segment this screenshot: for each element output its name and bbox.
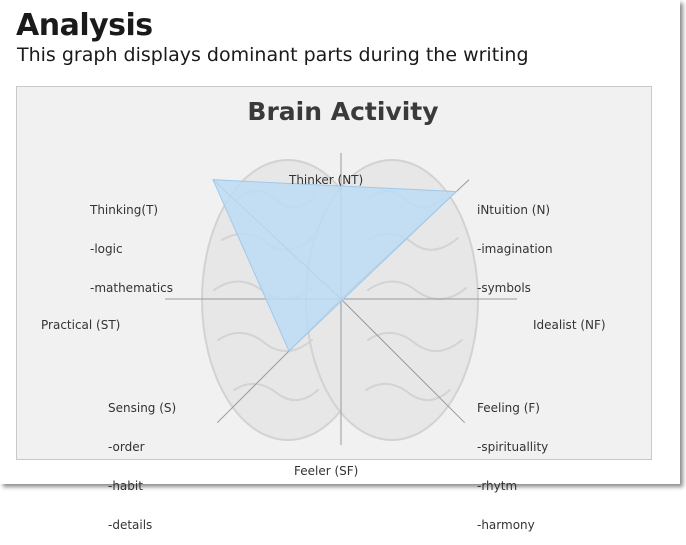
axis-detail: -spirituallity [477,440,549,454]
axis-label-thinking: Thinking(T) -logic -mathematics [90,178,173,308]
brain-fold [367,332,463,352]
axis-detail: -mathematics [90,281,173,295]
page-title: Analysis [16,8,153,43]
axis-label-idealist: Idealist (NF) [533,293,606,345]
axis-detail: -details [108,518,153,532]
brain-activity-chart [165,153,517,445]
axis-detail: -habit [108,479,143,493]
axis-detail: -order [108,440,145,454]
axis-label-text: iNtuition (N) [477,203,551,217]
axis-label-sensing: Sensing (S) -order -habit -details [108,376,176,545]
axis-label-feeling: Feeling (F) -spirituallity -rhytm -harmo… [477,376,548,545]
page-subtitle: This graph displays dominant parts durin… [17,44,529,66]
axis-label-text: Idealist (NF) [533,318,606,332]
axis-detail: -imagination [477,242,553,256]
brain-fold [367,280,467,300]
axis-detail: -harmony [477,518,535,532]
series-layer [212,179,458,352]
axis-label-text: Feeler (SF) [294,464,359,478]
axis-label-intuition: iNtuition (N) -imagination -symbols [477,178,553,308]
axis-label-text: Practical (ST) [41,318,121,332]
axis-detail: -logic [90,242,123,256]
axis-label-feeler: Feeler (SF) [294,439,358,491]
chart-title: Brain Activity [247,97,439,126]
axis-detail: -symbols [477,281,531,295]
brain-fold [233,383,319,401]
series-area-0 [212,179,458,352]
axis-label-practical: Practical (ST) [41,293,120,345]
axis-label-text: Thinking(T) [90,203,159,217]
brain-fold [365,383,451,401]
axis-label-text: Sensing (S) [108,401,177,415]
axis-label-thinker: Thinker (NT) [289,148,363,200]
axis-detail: -rhytm [477,479,518,493]
axis-label-text: Thinker (NT) [289,173,364,187]
axis-line-f [340,298,466,424]
axis-label-text: Feeling (F) [477,401,540,415]
brain-fold [217,332,313,352]
